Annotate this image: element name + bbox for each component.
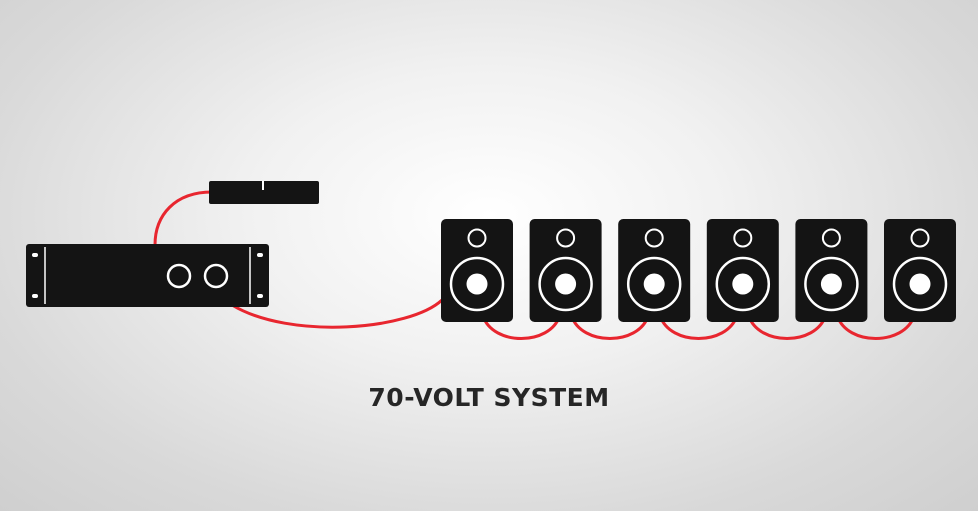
wire-speaker-link: [570, 315, 650, 340]
speaker-icon: [884, 219, 956, 322]
speaker-icon: [529, 219, 602, 322]
wire-speaker-link: [481, 315, 562, 340]
wire-speaker-link: [747, 315, 827, 340]
wire-speaker-link: [835, 315, 916, 340]
speaker-icon: [441, 219, 513, 322]
diagram-caption: 70-VOLT SYSTEM: [368, 383, 610, 412]
amp-knob-left-icon: [166, 263, 192, 289]
speaker-icon: [706, 219, 779, 322]
wire-amp-to-control: [153, 190, 213, 246]
speaker-row: [441, 219, 956, 322]
speaker-chain-wires: [481, 315, 916, 340]
wire-amp-to-speakers: [231, 298, 444, 329]
speaker-icon: [618, 219, 691, 322]
volume-control-icon: [209, 181, 319, 204]
amplifier-icon: [26, 244, 269, 307]
amp-knob-right-icon: [203, 263, 229, 289]
wire-speaker-link: [658, 315, 739, 340]
speaker-icon: [795, 219, 868, 322]
